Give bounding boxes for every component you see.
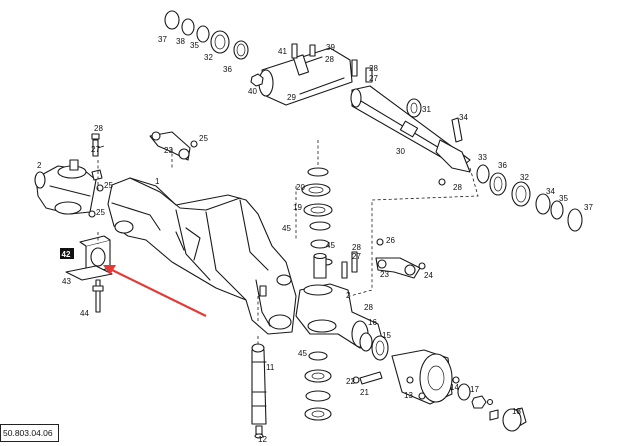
callout-23: 23 [164,146,173,155]
callout-34: 34 [546,187,555,196]
callout-2: 2 [37,161,42,170]
guide-ring-36-right [489,172,507,196]
callout-38: 38 [176,37,185,46]
callout-33: 33 [478,153,487,162]
bushing-assembly-42 [65,210,113,313]
callout-27: 27 [91,145,100,154]
callout-45: 45 [298,349,307,358]
callout-25: 25 [104,181,113,190]
steering-arm-right [375,238,426,279]
highlight-callout-42: 42 [60,248,207,317]
snap-ring-37-right [567,208,583,232]
highlight-label: 42 [62,250,71,259]
callout-40: 40 [248,87,257,96]
callout-25: 25 [199,134,208,143]
callout-18: 18 [512,407,521,416]
callout-31: 31 [422,105,431,114]
callout-28: 28 [94,124,103,133]
callout-13: 13 [404,391,413,400]
callout-2: 2 [346,291,351,300]
bolt-44 [95,279,101,313]
callout-28: 28 [453,183,462,192]
callout-21: 21 [360,388,369,397]
callout-29: 29 [287,93,296,102]
callout-19: 19 [293,203,302,212]
kingpin-bearing-stack [295,167,333,279]
cylinder-body-29 [261,47,353,106]
callout-30: 30 [396,147,405,156]
callout-27: 27 [369,74,378,83]
clamp-plate-43 [65,265,113,281]
highlight-arrow-head [103,265,116,275]
highlight-arrow-line [107,267,207,317]
callout-46: 45 [282,224,291,233]
ring-34-right [535,193,551,215]
callout-36: 36 [498,161,507,170]
callout-37: 37 [584,203,593,212]
grease-fitting-left [91,133,105,157]
wheel-hub-assembly [359,332,527,432]
callout-37: 37 [158,35,167,44]
callout-28: 28 [364,303,373,312]
callout-20: 20 [296,183,305,192]
wiper-ring-38-top [181,18,195,36]
callout-35: 35 [559,194,568,203]
steering-knuckle-right [295,251,385,349]
steering-cylinder-assembly [164,10,583,232]
assembly-guide-lines [97,140,479,322]
callout-labels: 37 38 35 32 36 41 39 28 40 29 28 27 31 3… [37,35,593,444]
callout-36: 36 [223,65,232,74]
bolt-21-22 [352,371,383,385]
seal-31 [406,98,422,118]
document-number: 50.803.04.06 [0,424,59,442]
seal-32-top [210,30,230,54]
callout-23: 23 [380,270,389,279]
axle-beam-1 [107,177,297,335]
callout-45: 45 [326,241,335,250]
callout-24: 24 [424,271,433,280]
lower-bearing-stack [304,351,332,421]
ring-35-right [550,200,564,220]
kingpin-11 [251,336,267,439]
callout-44: 44 [80,309,89,318]
callout-43: 43 [62,277,71,286]
callout-32: 32 [520,173,529,182]
callout-14: 14 [450,383,459,392]
callout-17: 17 [470,385,479,394]
callout-22: 22 [346,377,355,386]
callout-27: 27 [352,252,361,261]
seal-33-right [476,164,490,184]
callout-34: 34 [459,113,468,122]
guide-ring-36-top [233,40,249,60]
callout-28: 28 [369,64,378,73]
seal-35-top [196,25,210,43]
callout-25: 25 [96,208,105,217]
callout-39: 39 [326,43,335,52]
highlight-label-box [60,248,74,259]
callout-12: 12 [258,435,267,444]
steering-arm-upper-left [149,131,198,161]
callout-32: 32 [204,53,213,62]
left-stub-axle-2 [34,159,104,215]
callout-16: 16 [368,318,377,327]
callout-15: 15 [382,331,391,340]
callout-41: 41 [278,47,287,56]
callout-26: 26 [386,236,395,245]
callout-11: 11 [266,363,275,372]
callout-35: 35 [190,41,199,50]
callout-28: 28 [352,243,361,252]
seal-32-right [511,181,531,207]
snap-ring-37-top [164,10,180,30]
callout-28: 28 [325,55,334,64]
callout-1: 1 [155,177,160,186]
